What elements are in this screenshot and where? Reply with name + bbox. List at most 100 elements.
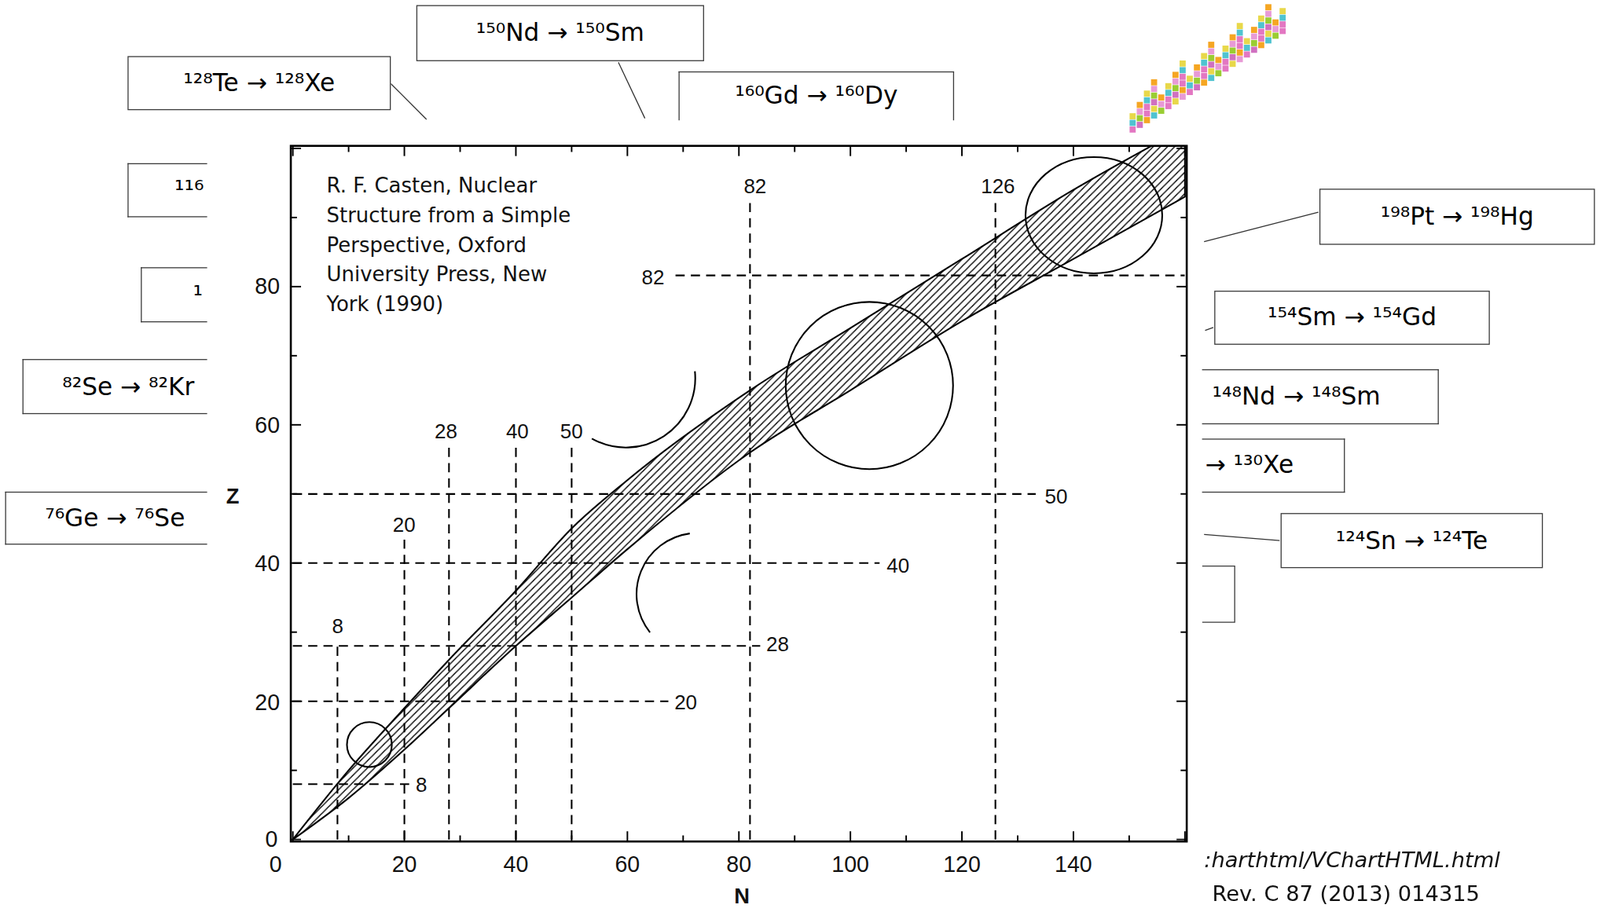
tick [737, 831, 740, 842]
nuclide-cell [1179, 87, 1186, 94]
transition-box: ¹²⁸Te → ¹²⁸Xe [127, 55, 391, 111]
tick [1176, 147, 1187, 150]
tick [1176, 700, 1187, 703]
nuclide-cell [1207, 68, 1215, 75]
nuclide-cell [1144, 103, 1151, 111]
tick [793, 835, 796, 842]
leader-line [1203, 534, 1280, 541]
nuclide-cell [1165, 83, 1172, 90]
tick [626, 146, 628, 157]
nuclide-cell [1158, 94, 1165, 101]
magic-line [447, 445, 450, 840]
nuclide-cell [1214, 69, 1222, 77]
tick [459, 146, 462, 153]
transition-label: ¹⁴⁸Nd → ¹⁴⁸Sm [1212, 383, 1381, 411]
nuclide-cell [1222, 58, 1230, 66]
tick [682, 146, 684, 153]
tick [290, 562, 301, 565]
stability-band [293, 146, 1186, 841]
tick [905, 835, 907, 842]
nuclide-cell [1165, 102, 1172, 110]
magic-number: 20 [672, 691, 700, 716]
tick [1184, 146, 1186, 157]
tick [793, 146, 796, 153]
nuclide-cell [1193, 70, 1200, 78]
nuclide-cell [1258, 29, 1265, 36]
magic-number: 50 [1042, 484, 1070, 509]
nuclide-cell [1207, 41, 1215, 48]
nuclide-cell [1244, 44, 1251, 52]
magic-line [514, 445, 517, 840]
axis-tick-label: 60 [612, 851, 643, 879]
magic-line [293, 783, 411, 786]
nuclide-cell [1236, 29, 1244, 37]
nuclide-cell [1136, 108, 1143, 115]
tick [570, 835, 573, 842]
magic-number: 28 [763, 633, 791, 657]
nuclide-cell [1172, 91, 1179, 99]
transition-label: → ¹³⁰Xe [1204, 452, 1294, 480]
transition-box: ⁸²Se → ⁸²Kr [22, 359, 208, 415]
nuclide-cell [1179, 80, 1186, 87]
tick [290, 839, 301, 841]
nuclide-cell [1229, 54, 1237, 61]
nuclide-cell [1165, 96, 1172, 103]
magic-line [293, 700, 669, 703]
leader-line [1204, 327, 1213, 331]
nuclide-cell [1144, 117, 1151, 124]
nuclide-cell [1222, 65, 1230, 72]
tick [1016, 146, 1019, 153]
nuclide-cell [1251, 26, 1258, 34]
nuclide-cell [1179, 66, 1186, 74]
transition-label: ⁸²Se → ⁸²Kr [62, 373, 195, 400]
nuclide-cell [1144, 90, 1151, 97]
nuclide-cell [1236, 55, 1244, 63]
nuclide-cell [1279, 21, 1286, 28]
leader-line [1203, 212, 1318, 243]
transition-box: ¹¹⁶ [127, 163, 207, 218]
nuclide-cell [1251, 33, 1258, 41]
nuclide-cell [1186, 75, 1193, 82]
tick [459, 835, 462, 842]
nuclide-cell [1179, 73, 1186, 81]
nuclide-cell [1179, 93, 1186, 100]
nuclide-cell [1265, 17, 1272, 24]
magic-number: 126 [979, 175, 1018, 199]
nuclide-cell [1186, 82, 1193, 89]
tick [849, 831, 852, 842]
nuclide-cell [1193, 77, 1200, 85]
nuclide-cell [1258, 22, 1265, 29]
axis-ticks [290, 146, 1187, 843]
magic-number: 50 [557, 419, 585, 444]
nuclide-cell [1272, 19, 1279, 26]
tick [1180, 355, 1187, 357]
nuclide-cell [1151, 112, 1158, 119]
nuclide-cell [1158, 107, 1165, 114]
nuclide-cell [1165, 89, 1172, 96]
source-url: :harthtml/VChartHTML.html [1203, 847, 1501, 873]
nuclide-cell [1265, 3, 1272, 11]
tick [961, 146, 963, 157]
magic-line [336, 640, 338, 840]
axis-tick-label: 60 [253, 412, 283, 440]
region-arc [636, 533, 690, 633]
magic-line [293, 493, 1036, 496]
region-circle [1025, 157, 1163, 274]
magic-line [994, 202, 997, 840]
nuclide-cell [1214, 56, 1222, 63]
nuclide-cell [1207, 61, 1215, 68]
nuclide-cell [1200, 66, 1208, 73]
transition-label: ⁷⁶Ge → ⁷⁶Se [44, 504, 185, 532]
transition-label: ¹⁵⁰Nd → ¹⁵⁰Sm [476, 19, 645, 47]
nuclide-cell [1129, 120, 1136, 127]
magic-line [293, 645, 761, 647]
tick [1128, 146, 1131, 153]
nuclide-cell [1151, 106, 1158, 113]
nuclide-cell [1144, 97, 1151, 104]
nuclide-cell [1279, 7, 1286, 15]
magic-line [570, 445, 573, 840]
citation-note: R. F. Casten, Nuclear Structure from a S… [326, 171, 577, 320]
nuclide-cell [1265, 30, 1272, 37]
magic-number: 20 [390, 513, 418, 538]
